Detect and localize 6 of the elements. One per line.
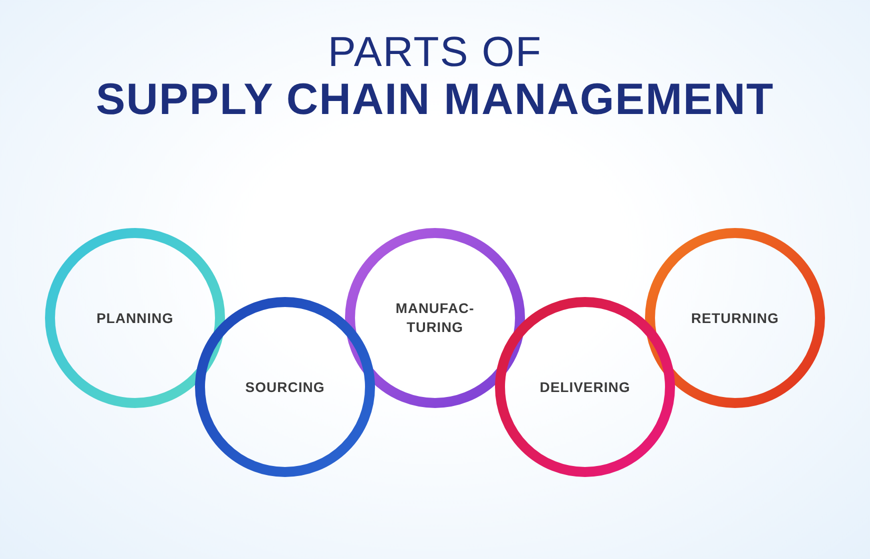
node-label: RETURNING [690, 308, 780, 328]
node-label: SOURCING [244, 378, 326, 396]
node-label: DELIVERING [538, 378, 632, 396]
title: PARTS OF SUPPLY CHAIN MANAGEMENT [94, 28, 776, 124]
node-label: PLANNING [95, 308, 175, 328]
node-label: MANUFAC- TURING [394, 299, 476, 337]
